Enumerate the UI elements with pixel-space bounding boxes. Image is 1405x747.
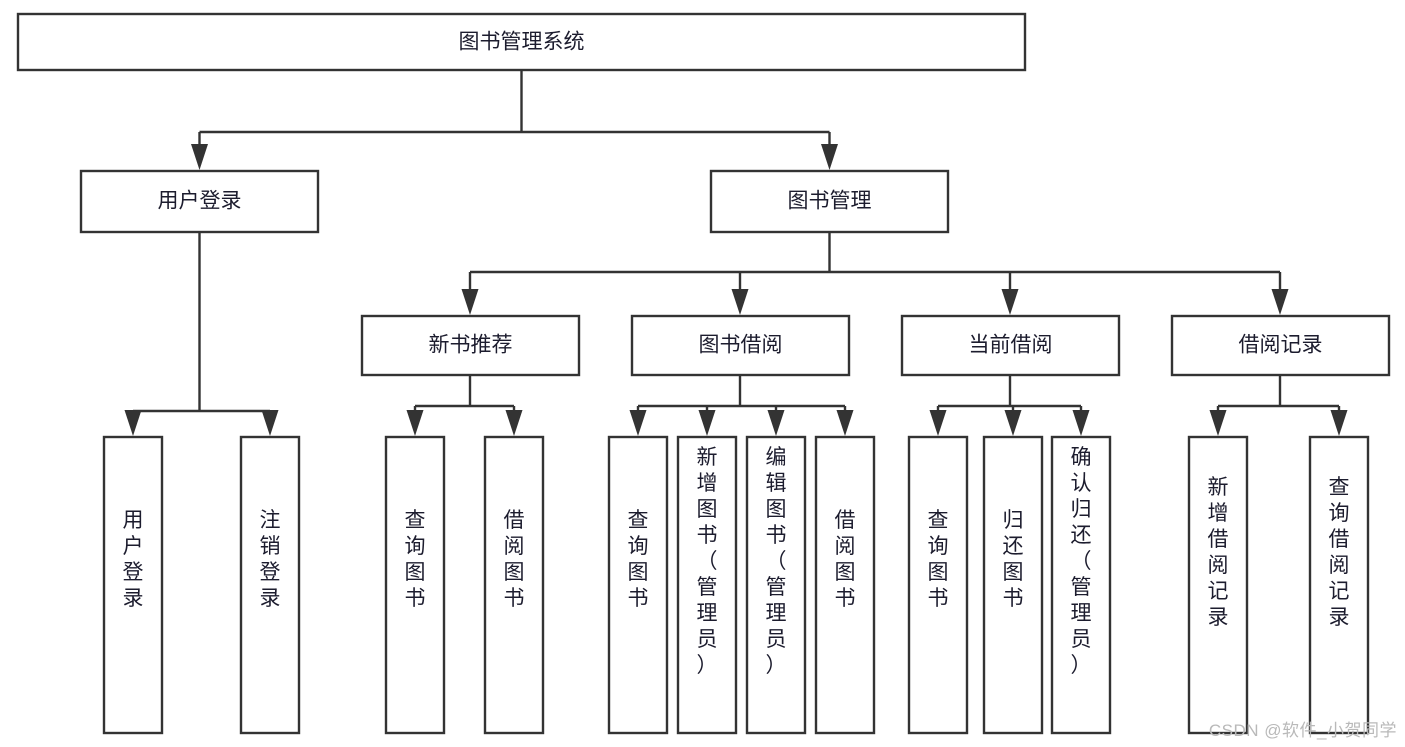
node-leaf-borrow-book-2[interactable]: 借阅图书 [814,435,876,735]
node-user-login-label: 用户登录 [158,190,242,213]
node-leaf-query-book-3[interactable]: 查询图书 [907,435,969,735]
arrow-head-current-borrow [1001,289,1019,315]
connector-group-root [191,70,838,170]
node-book-borrow[interactable]: 图书借阅 [630,314,851,377]
connector-group-book-borrow [629,375,854,436]
node-leaf-edit-book[interactable]: 编辑图书（管理员） [745,435,807,735]
node-leaf-query-book-1-box[interactable] [384,435,446,735]
node-leaf-user-login-box[interactable] [102,435,164,735]
node-new-book-rec[interactable]: 新书推荐 [360,314,581,377]
node-root-box[interactable] [16,12,1027,72]
node-leaf-query-book-1[interactable]: 查询图书 [384,435,446,735]
node-root-system[interactable]: 图书管理系统 [16,12,1027,72]
node-leaf-confirm-return-box[interactable] [1050,435,1112,735]
node-current-borrow[interactable]: 当前借阅 [900,314,1121,377]
connector-group-book-manage [461,232,1289,315]
arrow-head-leaf-user-login [124,410,142,436]
node-borrow-record-box[interactable] [1170,314,1391,377]
node-book-borrow-box[interactable] [630,314,851,377]
watermark-label: CSDN @软件_小贺同学 [1208,721,1397,740]
node-book-borrow-label: 图书借阅 [699,334,783,357]
arrow-head-leaf-edit-book [767,410,785,436]
node-book-manage-box[interactable] [709,169,950,234]
node-leaf-confirm-return[interactable]: 确认归还（管理员） [1050,435,1112,735]
arrow-head-leaf-add-record [1209,410,1227,436]
leaf-nodes-group: 用户登录 注销登录 查询图书 借阅图书 查询图书 新增图书（管理员） [102,435,1370,735]
node-user-login[interactable]: 用户登录 [79,169,320,234]
arrow-head-book-borrow [731,289,749,315]
arrow-head-leaf-query-book-1 [406,410,424,436]
arrow-head-leaf-return-book [1004,410,1022,436]
arrow-head-leaf-add-book [698,410,716,436]
node-borrow-record[interactable]: 借阅记录 [1170,314,1391,377]
node-leaf-borrow-book-2-box[interactable] [814,435,876,735]
node-leaf-return-book[interactable]: 归还图书 [982,435,1044,735]
node-leaf-query-book-2-box[interactable] [607,435,669,735]
node-leaf-user-logout[interactable]: 注销登录 [239,435,301,735]
node-leaf-borrow-book-1-label: 借阅图书 [504,509,525,610]
connector-group-user-login [124,232,279,436]
connector-group-borrow-record [1209,375,1348,436]
node-user-login-box[interactable] [79,169,320,234]
node-leaf-edit-book-label: 编辑图书（管理员） [766,446,787,677]
node-leaf-add-book[interactable]: 新增图书（管理员） [676,435,738,735]
arrow-head-borrow-record [1271,289,1289,315]
node-leaf-borrow-book-1[interactable]: 借阅图书 [483,435,545,735]
node-leaf-borrow-book-1-box[interactable] [483,435,545,735]
node-leaf-query-record[interactable]: 查询借阅记录 [1308,435,1370,735]
node-leaf-add-book-label: 新增图书（管理员） [697,446,718,677]
node-new-book-rec-label: 新书推荐 [429,334,513,357]
node-leaf-user-logout-label: 注销登录 [260,509,281,610]
node-leaf-add-book-box[interactable] [676,435,738,735]
node-leaf-return-book-label: 归还图书 [1003,509,1024,610]
node-current-borrow-label: 当前借阅 [969,334,1053,357]
arrow-head-leaf-user-logout [261,410,279,436]
node-leaf-query-record-box[interactable] [1308,435,1370,735]
node-leaf-add-record-box[interactable] [1187,435,1249,735]
node-leaf-add-record[interactable]: 新增借阅记录 [1187,435,1249,735]
connector-group-current-borrow [929,375,1090,436]
arrow-head-leaf-borrow-book-1 [505,410,523,436]
arrow-head-leaf-query-book-2 [629,410,647,436]
node-borrow-record-label: 借阅记录 [1239,334,1323,357]
node-leaf-query-book-3-label: 查询图书 [928,509,949,610]
node-current-borrow-box[interactable] [900,314,1121,377]
node-leaf-return-book-box[interactable] [982,435,1044,735]
arrow-head-leaf-query-record [1330,410,1348,436]
node-leaf-confirm-return-label: 确认归还（管理员） [1071,446,1092,677]
node-book-manage[interactable]: 图书管理 [709,169,950,234]
connector-group-new-book-rec [406,375,523,436]
node-leaf-query-book-1-label: 查询图书 [405,509,426,610]
arrow-head-leaf-confirm-return [1072,410,1090,436]
arrow-head-user-login [191,144,208,170]
node-leaf-user-login[interactable]: 用户登录 [102,435,164,735]
arrow-head-leaf-borrow-book-2 [836,410,854,436]
node-root-label: 图书管理系统 [459,31,585,54]
node-leaf-query-record-label: 查询借阅记录 [1329,476,1350,629]
node-new-book-rec-box[interactable] [360,314,581,377]
node-leaf-query-book-2[interactable]: 查询图书 [607,435,669,735]
arrow-head-new-book-rec [461,289,479,315]
node-leaf-edit-book-box[interactable] [745,435,807,735]
arrow-head-leaf-query-book-3 [929,410,947,436]
node-leaf-user-login-label: 用户登录 [123,509,144,610]
node-leaf-user-logout-box[interactable] [239,435,301,735]
node-leaf-borrow-book-2-label: 借阅图书 [835,509,856,610]
arrow-head-book-manage [821,144,838,170]
node-book-manage-label: 图书管理 [788,190,872,213]
node-leaf-add-record-label: 新增借阅记录 [1208,476,1229,629]
node-leaf-query-book-3-box[interactable] [907,435,969,735]
node-leaf-query-book-2-label: 查询图书 [628,509,649,610]
